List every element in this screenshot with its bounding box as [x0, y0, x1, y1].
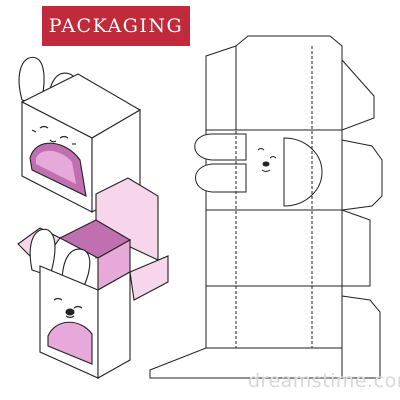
- dieline-template-icon: [149, 35, 383, 379]
- title-badge: PACKAGING: [42, 6, 190, 46]
- bunny-box-closed-icon: [18, 56, 142, 213]
- watermark-text: dreamstime.com: [248, 370, 400, 392]
- title-text: PACKAGING: [48, 15, 184, 37]
- bunny-box-open-icon: [17, 177, 169, 379]
